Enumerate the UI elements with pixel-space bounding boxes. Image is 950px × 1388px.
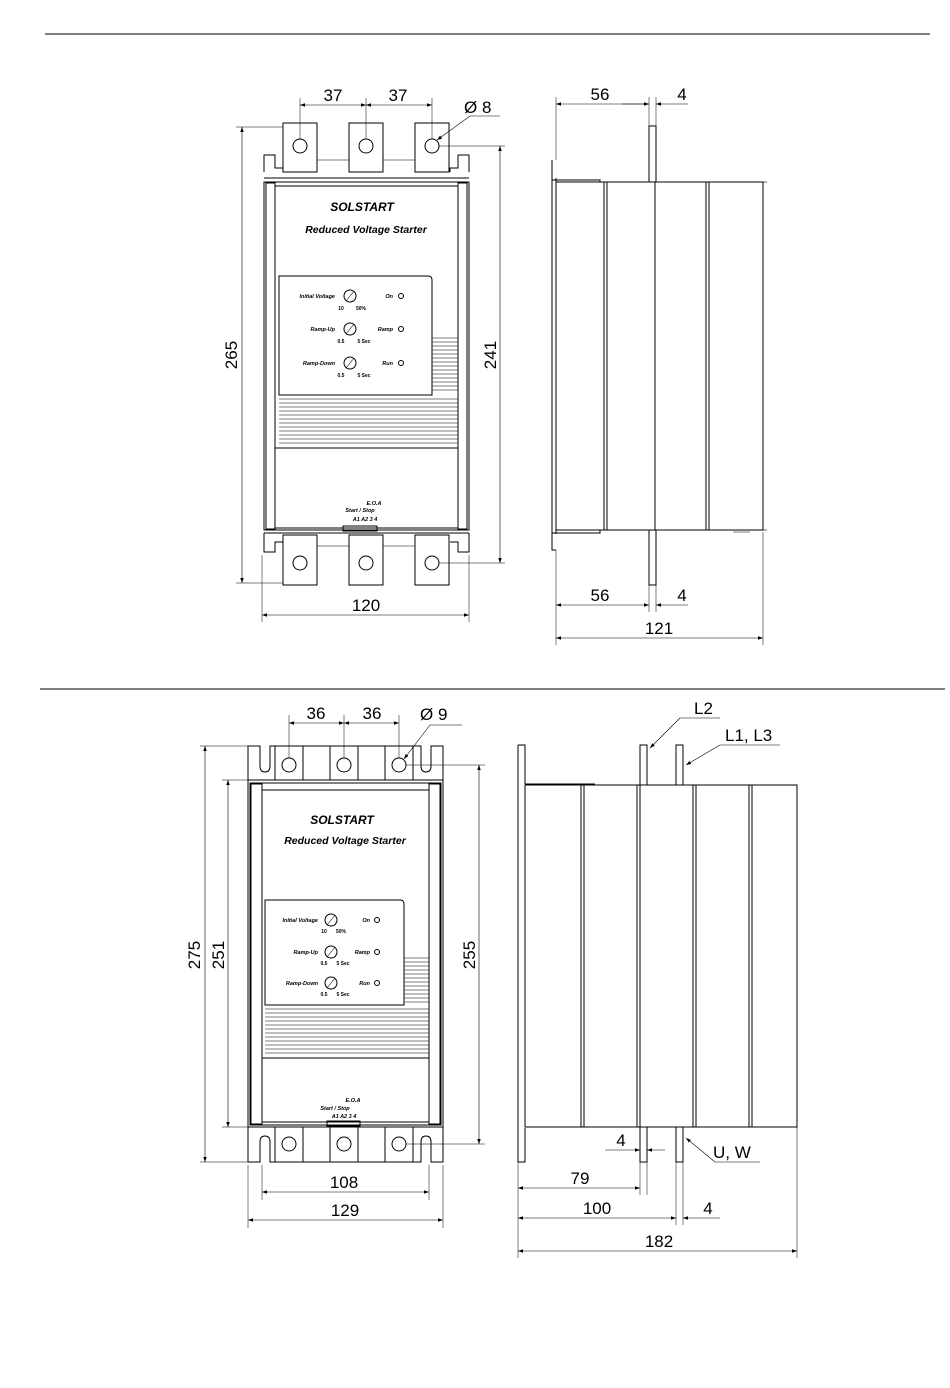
bottom-side-view (517, 744, 798, 1163)
bottom-front-dimensions: 36 36 Ø 9 275 251 255 108 129 (185, 704, 485, 1228)
label-u-w: U, W (713, 1143, 751, 1162)
bottom-dim-width-inner: 108 (330, 1173, 358, 1192)
top-indicator-label-3: Run (382, 361, 393, 367)
top-indicator-label-1: On (385, 294, 393, 300)
top-terminal-subtitle: Start / Stop (345, 508, 375, 514)
label-l1-l3: L1, L3 (725, 726, 772, 745)
bottom-dim-height-total: 275 (185, 941, 204, 969)
bottom-terminal-subtitle: Start / Stop (320, 1106, 350, 1112)
top-terminal-labels: A1 A2 3 4 (352, 517, 378, 523)
bottom-dim-pitch-2: 36 (363, 704, 382, 723)
bottom-brand: SOLSTART (310, 813, 375, 827)
top-dim-pitch-1: 37 (324, 86, 343, 105)
top-side-dim-thickness: 4 (677, 85, 686, 104)
top-knob-2 (343, 322, 357, 336)
bottom-indicator-label-2: Ramp (355, 950, 371, 956)
bottom-led-1 (374, 917, 380, 923)
bottom-side-dim-busbar-thickness: 4 (616, 1131, 625, 1150)
bottom-dim-height-mount: 255 (460, 941, 479, 969)
top-dim-height-total: 265 (222, 341, 241, 369)
bottom-front-view: SOLSTART Reduced Voltage Starter Initial… (247, 745, 444, 1163)
top-scale-max-2: 5 Sec (357, 339, 370, 345)
bottom-indicator-label-1: On (362, 918, 370, 924)
bottom-side-dim-busbar-offset: 79 (571, 1169, 590, 1188)
top-scale-min-2: 0.5 (338, 339, 345, 345)
bottom-control-label-3: Ramp-Down (286, 981, 319, 987)
top-control-label-2: Ramp-Up (311, 327, 336, 333)
bottom-indicator-label-3: Run (359, 981, 370, 987)
top-scale-max-1: 50% (356, 306, 367, 312)
bottom-led-3 (374, 980, 380, 986)
top-heatsink-stripes (279, 337, 458, 444)
bottom-terminal-title: E.O.A (346, 1098, 361, 1104)
bottom-scale-min-3: 0.5 (321, 992, 328, 998)
bottom-dim-width: 129 (331, 1201, 359, 1220)
top-side-dimensions: 56 4 56 4 121 (555, 85, 764, 645)
top-control-label-1: Initial Voltage (299, 294, 335, 300)
top-front-view: SOLSTART Reduced Voltage Starter Initial… (263, 122, 470, 586)
bottom-terminal-labels: A1 A2 3 4 (331, 1114, 357, 1120)
bottom-dim-height-inner: 251 (209, 941, 228, 969)
top-scale-min-1: 10 (338, 306, 344, 312)
top-dim-pitch-2: 37 (389, 86, 408, 105)
bottom-side-dimensions: 4 79 100 4 182 (517, 1127, 798, 1258)
top-terminal-title: E.O.A (367, 501, 382, 507)
top-product: Reduced Voltage Starter (305, 224, 427, 236)
top-indicator-label-2: Ramp (378, 327, 394, 333)
bottom-side-dim-rear-thickness: 4 (703, 1199, 712, 1218)
top-dim-height-mount: 241 (481, 341, 500, 369)
bottom-control-label-2: Ramp-Up (294, 950, 319, 956)
bottom-control-label-1: Initial Voltage (282, 918, 318, 924)
top-front-dimensions: 37 37 Ø 8 265 241 120 (222, 86, 505, 622)
label-l2: L2 (694, 699, 713, 718)
bottom-scale-max-2: 5 Sec (336, 961, 349, 967)
bottom-heatsink-stripes (265, 957, 429, 1054)
top-dim-width: 120 (352, 596, 380, 615)
top-knob-3 (343, 356, 357, 370)
top-brand: SOLSTART (330, 200, 395, 214)
bottom-side-dim-thickness: 4 (677, 586, 686, 605)
top-scale-max-3: 5 Sec (357, 373, 370, 379)
top-led-2 (398, 326, 404, 332)
bottom-dim-hole-diameter: Ø 9 (420, 705, 447, 724)
top-scale-min-3: 0.5 (338, 373, 345, 379)
bottom-side-dim-depth: 182 (645, 1232, 673, 1251)
top-control-label-3: Ramp-Down (303, 361, 336, 367)
bottom-scale-max-3: 5 Sec (336, 992, 349, 998)
top-bottom-terminals (263, 533, 470, 586)
top-side-view (551, 125, 767, 586)
bottom-led-2 (374, 949, 380, 955)
bottom-side-dim-offset-rear: 100 (583, 1199, 611, 1218)
bottom-knob-3 (324, 976, 338, 990)
top-led-3 (398, 360, 404, 366)
bottom-knob-1 (324, 913, 338, 927)
bottom-side-dim-offset: 56 (591, 586, 610, 605)
bottom-dim-pitch-1: 36 (307, 704, 326, 723)
bottom-scale-min-1: 10 (321, 929, 327, 935)
top-dim-hole-diameter: Ø 8 (464, 98, 491, 117)
bottom-scale-max-1: 50% (336, 929, 347, 935)
top-terminals (263, 122, 470, 173)
bottom-scale-min-2: 0.5 (321, 961, 328, 967)
bottom-knob-2 (324, 945, 338, 959)
top-side-dim-offset: 56 (591, 85, 610, 104)
bottom-product: Reduced Voltage Starter (284, 835, 406, 847)
top-led-1 (398, 293, 404, 299)
bottom-side-labels: L2 L1, L3 U, W (649, 699, 780, 1163)
top-knob-1 (343, 289, 357, 303)
top-side-dim-depth: 121 (645, 619, 673, 638)
